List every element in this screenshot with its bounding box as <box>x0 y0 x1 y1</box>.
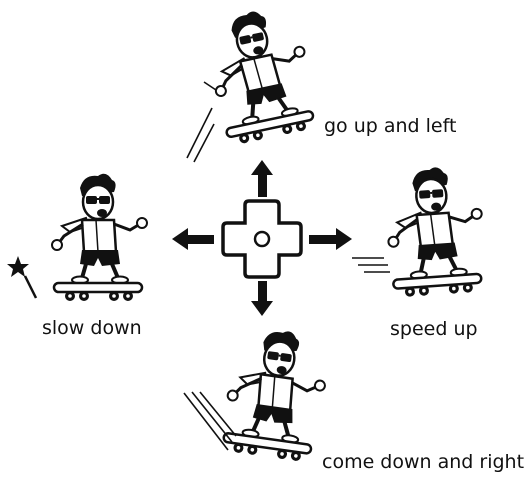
skateboarder-icon <box>52 174 147 301</box>
arrow-left-icon <box>172 228 214 250</box>
arrow-right-icon <box>309 228 352 250</box>
motion-lines <box>187 82 216 162</box>
caption-up-left: go up and left <box>324 117 456 136</box>
star-icon <box>7 256 36 298</box>
dpad-icon <box>223 201 301 277</box>
skateboarder-icon <box>220 324 332 463</box>
speed-lines <box>352 258 390 272</box>
caption-slow-down: slow down <box>42 319 142 338</box>
arrow-down-icon <box>251 281 273 316</box>
arrow-up-icon <box>251 160 273 197</box>
caption-speed-up: speed up <box>390 320 478 339</box>
caption-down-right: come down and right <box>322 453 524 472</box>
skateboarder-icon <box>383 164 487 298</box>
skateboarder-icon <box>201 3 320 147</box>
